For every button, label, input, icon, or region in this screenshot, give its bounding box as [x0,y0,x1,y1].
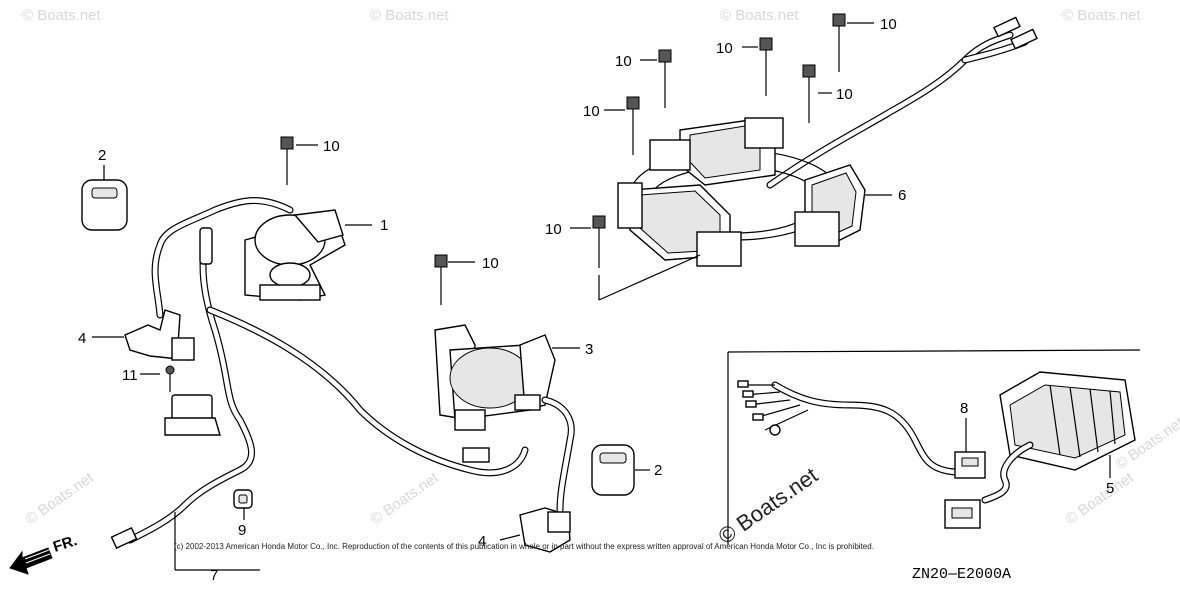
bolt [832,13,846,72]
callout-5: 5 [1106,480,1114,497]
watermark-text: © Boats.net [368,469,443,528]
bolt [280,136,294,185]
plug-cap-upper [124,309,195,361]
watermark-text: © Boats.net [23,469,98,528]
callout-2-left: 2 [98,147,106,164]
copyright-notice: (c) 2002-2013 American Honda Motor Co., … [174,542,874,551]
plug-cap-lower [519,507,571,553]
front-label: FR. [51,532,79,556]
watermark-text: © Boats.net [1062,7,1141,24]
watermark-text: © Boats.net [22,7,101,24]
callout-11: 11 [122,367,138,384]
front-arrow-icon: FR. [9,532,79,575]
watermark-text: © Boats.net [720,7,799,24]
bolt [759,37,773,96]
ignition-coil-lower [434,324,556,431]
watermark-text: © Boats.net [370,7,449,24]
callout-2-right: 2 [654,462,662,479]
callout-10: 10 [323,138,340,155]
callout-4-lower: 4 [478,533,486,550]
leader-lines [92,22,1111,541]
sensor-bracket [164,365,221,436]
bolt [592,215,606,268]
callout-6: 6 [898,187,906,204]
regulator-inset [727,349,1141,545]
callout-9: 9 [238,522,246,539]
callout-10: 10 [716,40,733,57]
leader-stator-bolt-diag [598,254,701,301]
grommet [233,489,253,509]
watermark-center: © Boats.net [714,462,823,549]
callout-10: 10 [482,255,499,272]
callout-10: 10 [545,221,562,238]
bolts [280,13,846,305]
diagram-code: ZN20—E2000A [912,566,1011,583]
rubber-cap-right-inner [599,452,627,464]
callout-10: 10 [836,86,853,103]
rubber-cap-left-inner [91,187,118,199]
bolt [434,254,448,305]
bolt [802,64,816,123]
callout-8: 8 [960,400,968,417]
ignition-coil-upper [244,209,346,301]
callout-3: 3 [585,341,593,358]
watermark-text: © Boats.net [1063,469,1138,528]
callout-10: 10 [615,53,632,70]
callouts: 1 2 2 3 4 4 5 6 7 8 9 10 10 10 10 10 10 … [78,16,1114,584]
callout-1: 1 [380,217,388,234]
wire-harness [110,197,575,550]
stator-assembly [617,16,1038,267]
bolt [658,49,672,108]
callout-7: 7 [210,567,218,584]
callout-4-upper: 4 [78,330,86,347]
callout-10: 10 [880,16,897,33]
bolt [626,96,640,155]
callout-10: 10 [583,103,600,120]
